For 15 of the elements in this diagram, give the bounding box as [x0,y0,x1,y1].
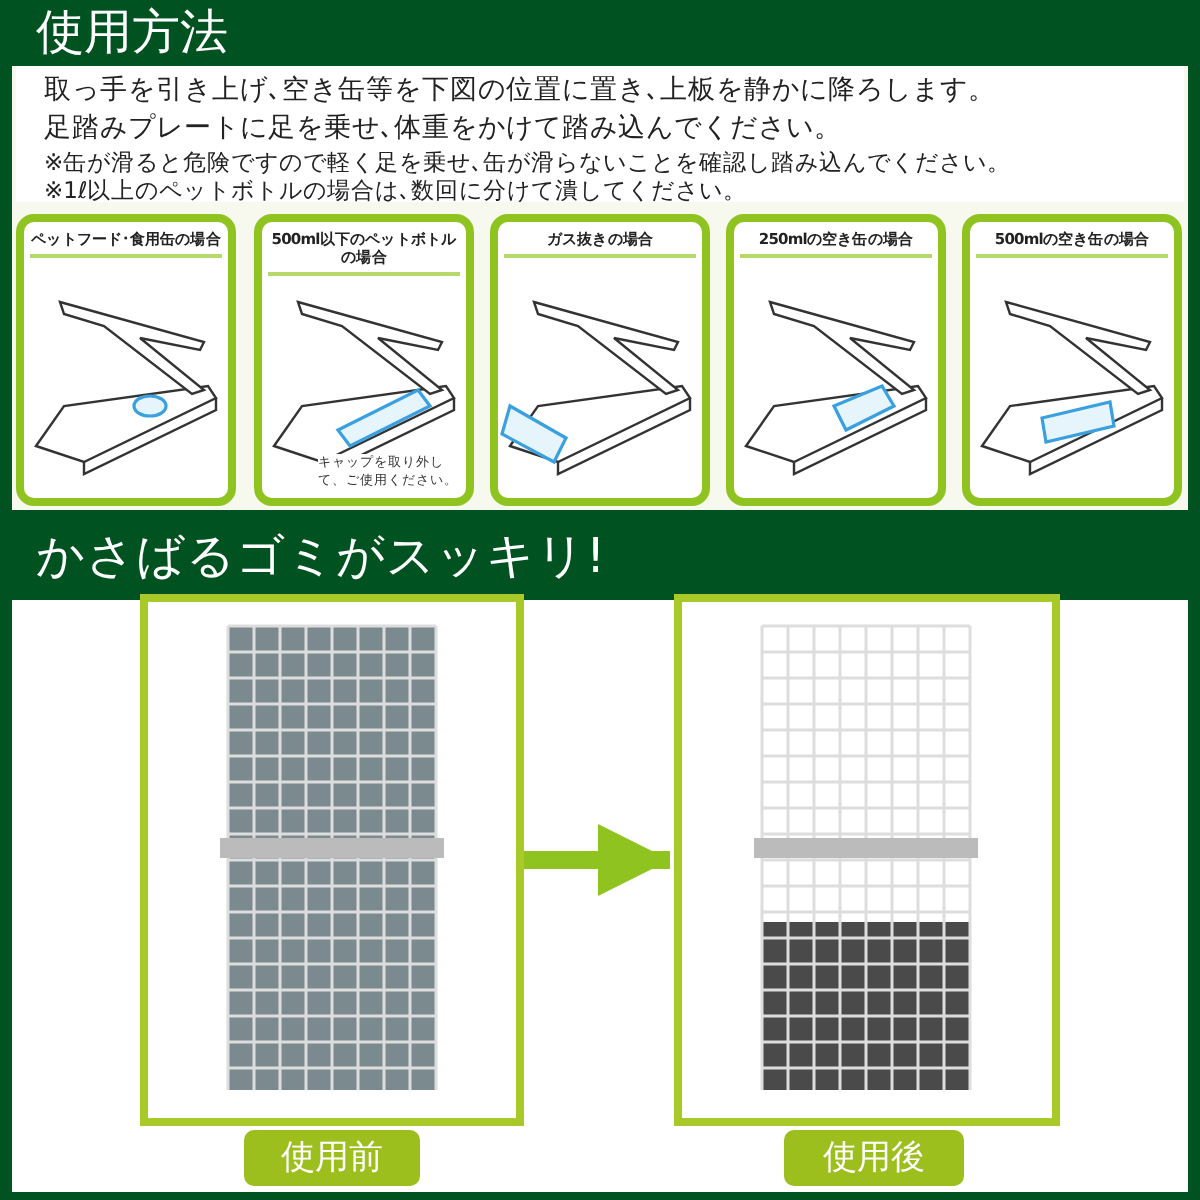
label-button: 使用後 [784,1130,964,1186]
instruction-text: 取っ手を引き上げ､空き缶等を下図の位置に置き､上板を静かに降ろします。 [44,72,998,110]
label-button: 使用前 [244,1130,420,1186]
note-text: ※缶が滑ると危険ですので軽く足を乗せ､缶が滑らないことを確認し踏み込んでください。 [44,148,1014,176]
step-card [962,214,1182,506]
note-text: ※1ℓ以上のペットボトルの場合は､数回に分けて潰してください。 [44,176,750,204]
photo-frame [140,594,524,1126]
step-card [726,214,946,506]
photo-frame [674,594,1060,1126]
step-card [490,214,710,506]
instruction-text: 足踏みプレートに足を乗せ､体重をかけて踏み込んでください。 [44,110,844,148]
step-card [254,214,474,506]
text-box [16,66,1184,202]
arrow [524,824,670,896]
step-card [16,214,236,506]
